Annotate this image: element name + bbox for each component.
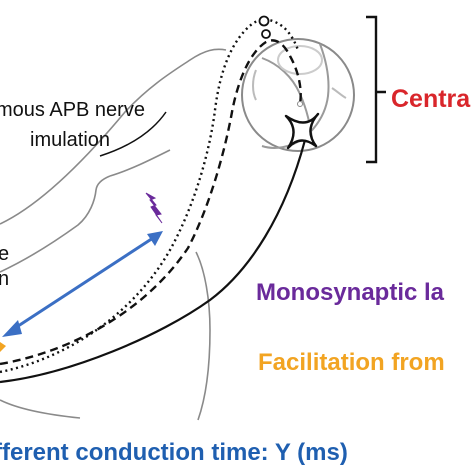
spinal-cord-section [241, 38, 355, 152]
left-fragment-label-1: e [0, 243, 10, 265]
afferent-conduction-label: fferent conduction time: Y (ms) [0, 439, 348, 466]
lightning-bolt-icon [145, 192, 163, 224]
central-bracket [366, 15, 386, 164]
afferent-conduction-arrow [2, 231, 163, 337]
orange-marker [0, 342, 6, 352]
arm-outline [0, 48, 227, 421]
apb-stimulation-label-line2: imulation [30, 129, 111, 151]
facilitation-label: Facilitation from [258, 349, 445, 376]
apb-leader-line [99, 111, 167, 157]
apb-stimulation-label-line1: mous APB nerve [0, 99, 145, 121]
central-label: Centra [391, 85, 471, 113]
synapse-circle-icon [258, 15, 270, 27]
solid-motor-axon [0, 139, 307, 384]
monosynaptic-label: Monosynaptic la [256, 279, 445, 306]
synapse-circle-icon-2 [261, 29, 271, 39]
dotted-nerve-path [0, 18, 300, 374]
dashed-nerve-path [0, 39, 302, 366]
left-fragment-label-2: n [0, 268, 10, 290]
motoneuron-cell-icon [284, 112, 320, 150]
